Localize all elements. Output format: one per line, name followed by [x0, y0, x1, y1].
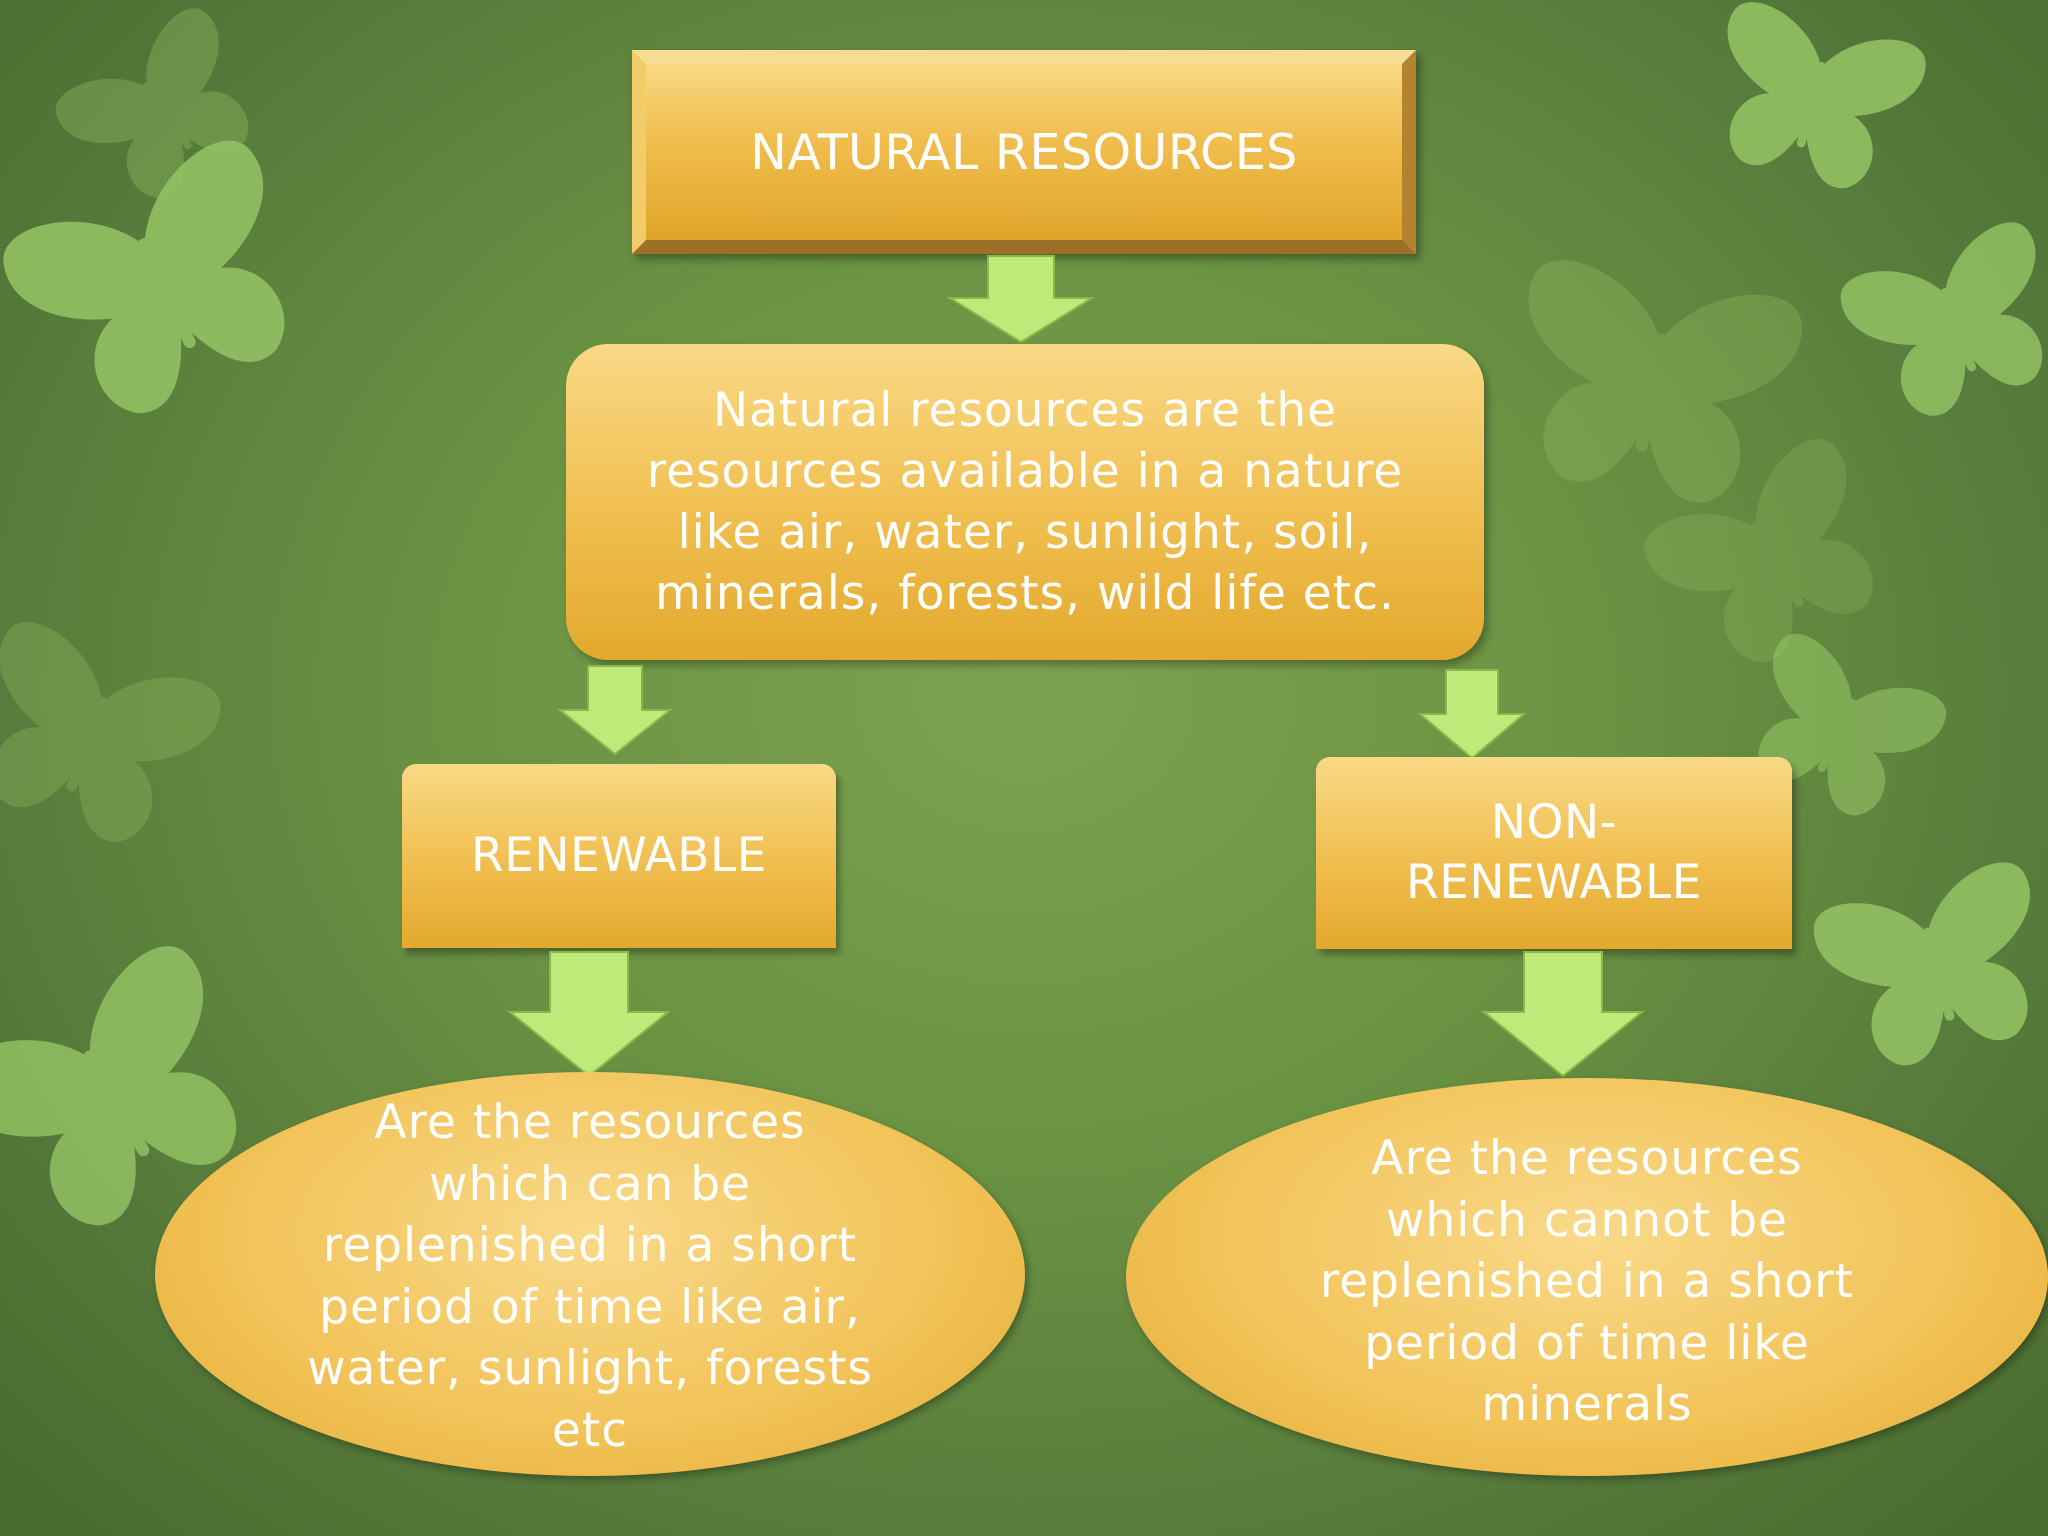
non-renewable-node: NON-RENEWABLE — [1316, 757, 1792, 949]
arrow-down-icon — [1417, 669, 1527, 760]
definition-text: Natural resources are the resources avai… — [646, 383, 1404, 621]
non-renewable-label: NON-RENEWABLE — [1406, 795, 1702, 910]
butterfly-icon — [1790, 823, 2048, 1136]
title-label: NATURAL RESOURCES — [750, 123, 1298, 181]
butterfly-icon — [0, 585, 247, 915]
renewable-node: RENEWABLE — [402, 764, 836, 948]
arrow-down-icon — [557, 665, 673, 756]
arrow-down-icon — [507, 951, 671, 1078]
butterfly-icon — [1637, 0, 1984, 255]
renewable-description-text: Are the resources which can be replenish… — [307, 1095, 873, 1458]
arrow-down-icon — [946, 255, 1096, 344]
renewable-label: RENEWABLE — [471, 828, 767, 883]
title-node: NATURAL RESOURCES — [632, 50, 1416, 254]
non-renewable-description-node: Are the resources which cannot be replen… — [1126, 1078, 2048, 1476]
renewable-description-node: Are the resources which can be replenish… — [155, 1072, 1025, 1476]
arrow-down-icon — [1481, 951, 1645, 1078]
definition-node: Natural resources are the resources avai… — [566, 344, 1484, 660]
non-renewable-description-text: Are the resources which cannot be replen… — [1319, 1131, 1855, 1432]
